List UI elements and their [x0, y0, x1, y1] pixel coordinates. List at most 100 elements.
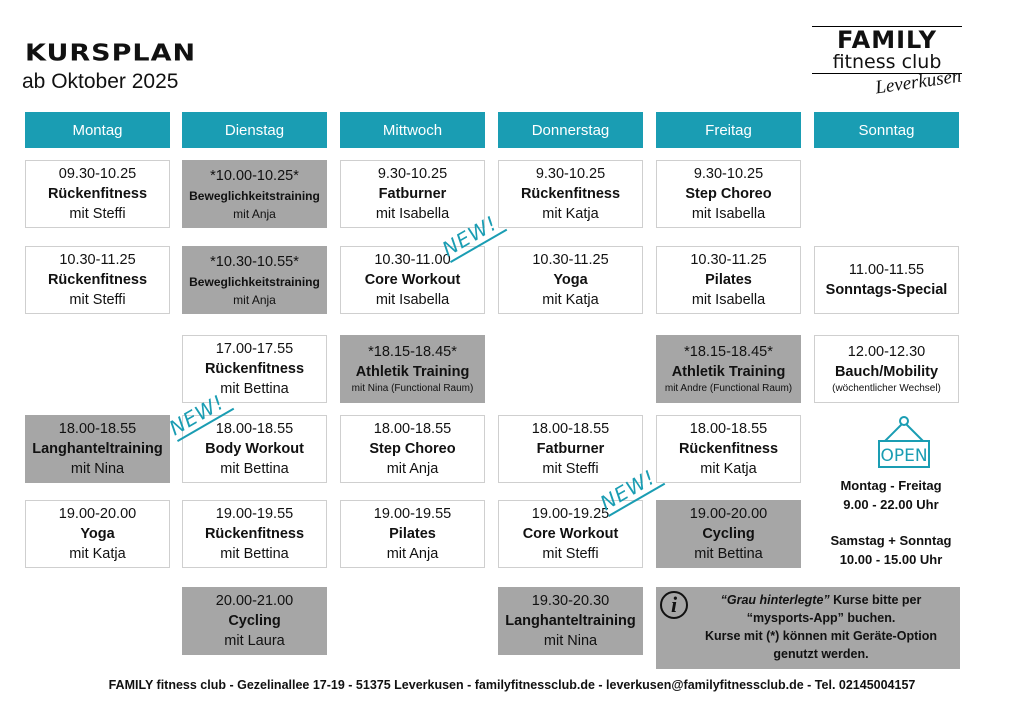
course-name: Fatburner	[378, 186, 447, 202]
course-name: Langhanteltraining	[505, 613, 636, 629]
course-trainer: mit Katja	[542, 292, 599, 308]
course-trainer: mit Isabella	[691, 206, 766, 222]
course-name: Rückenfitness	[47, 272, 148, 288]
course-name: Pilates	[389, 526, 436, 542]
course-time: 19.30-20.30	[531, 593, 610, 609]
course-trainer: mit Anja	[386, 546, 439, 562]
course-time: 10.30-11.25	[59, 252, 136, 268]
course-name: Athletik Training	[671, 364, 786, 380]
course-trainer: mit Anja	[386, 461, 439, 477]
course-time: 9.30-10.25	[377, 166, 448, 182]
logo-line2: fitness club	[812, 52, 962, 75]
course-trainer: mit Nina	[70, 461, 125, 477]
course-time: 9.30-10.25	[535, 166, 606, 182]
course-trainer: mit Steffi	[542, 461, 599, 477]
course-trainer: mit Isabella	[691, 292, 766, 308]
course-name: Rückenfitness	[678, 441, 779, 457]
course-card[interactable]: *10.30-10.55* Beweglichkeitstraining mit A…	[182, 246, 327, 314]
course-name: Rückenfitness	[520, 186, 621, 202]
day-header-donnerstag: Donnerstag	[498, 112, 643, 148]
course-time: *10.00-10.25*	[210, 168, 299, 184]
day-header-dienstag: Dienstag	[182, 112, 327, 148]
course-trainer: mit Steffi	[69, 206, 126, 222]
course-name: Rückenfitness	[204, 526, 305, 542]
course-name: Fatburner	[536, 441, 605, 457]
course-trainer: mit Isabella	[375, 206, 450, 222]
course-trainer: mit Nina	[543, 633, 598, 649]
course-time: 09.30-10.25	[58, 166, 137, 182]
course-name: Pilates	[705, 272, 752, 288]
course-name: Yoga	[553, 272, 588, 288]
course-time: 18.00-18.55	[373, 421, 452, 437]
course-trainer: mit Bettina	[220, 381, 289, 397]
course-trainer: mit Katja	[700, 461, 757, 477]
course-time: 19.00-20.00	[58, 506, 137, 522]
course-time: 18.00-18.55	[689, 421, 768, 437]
footer-contact: FAMILY fitness club - Gezelinallee 17-19…	[108, 678, 916, 692]
info-line2: “mysports-App” buchen.	[746, 611, 896, 625]
course-name: Step Choreo	[369, 441, 456, 457]
course-name: Athletik Training	[355, 364, 470, 380]
course-trainer: mit Katja	[542, 206, 599, 222]
weekday-label: Montag - Freitag	[840, 478, 942, 493]
course-trainer: mit Steffi	[542, 546, 599, 562]
course-trainer: mit Bettina	[694, 546, 763, 562]
course-name: Cycling	[702, 526, 755, 542]
info-line1: Kurse bitte per	[829, 593, 922, 607]
info-line3: Kurse mit (*) können mit Geräte-Option	[705, 629, 937, 643]
course-time: *18.15-18.45*	[684, 344, 773, 360]
course-time: 9.30-10.25	[693, 166, 764, 182]
course-trainer: mit Anja	[233, 207, 276, 221]
opening-weekend: Samstag + Sonntag 10.00 - 15.00 Uhr	[826, 531, 956, 569]
weekday-hours: 9.00 - 22.00 Uhr	[843, 497, 939, 512]
course-name: Bauch/Mobility	[834, 364, 939, 380]
course-name: Core Workout	[522, 526, 619, 542]
course-time: *18.15-18.45*	[368, 344, 457, 360]
open-sign-icon: OPEN	[877, 413, 931, 474]
course-time: 10.30-11.00	[374, 252, 451, 268]
course-trainer: mit Isabella	[375, 292, 450, 308]
course-name: Beweglichkeitstraining	[189, 275, 320, 289]
course-trainer: (wöchentlicher Wechsel)	[832, 383, 941, 394]
course-name: Yoga	[80, 526, 115, 542]
logo-line1: FAMILY	[812, 26, 962, 53]
course-name: Step Choreo	[685, 186, 772, 202]
course-time: 12.00-12.30	[847, 344, 926, 360]
course-trainer: mit Steffi	[69, 292, 126, 308]
course-name: Body Workout	[205, 441, 304, 457]
course-time: *10.30-10.55*	[210, 254, 299, 270]
page-subtitle: ab Oktober 2025	[22, 70, 179, 93]
day-header-sonntag: Sonntag	[814, 112, 959, 148]
course-time: 19.00-19.55	[215, 506, 294, 522]
course-trainer: mit Anja	[233, 293, 276, 307]
course-time: 18.00-18.55	[531, 421, 610, 437]
info-icon: i	[660, 591, 688, 619]
course-trainer: mit Katja	[69, 546, 126, 562]
